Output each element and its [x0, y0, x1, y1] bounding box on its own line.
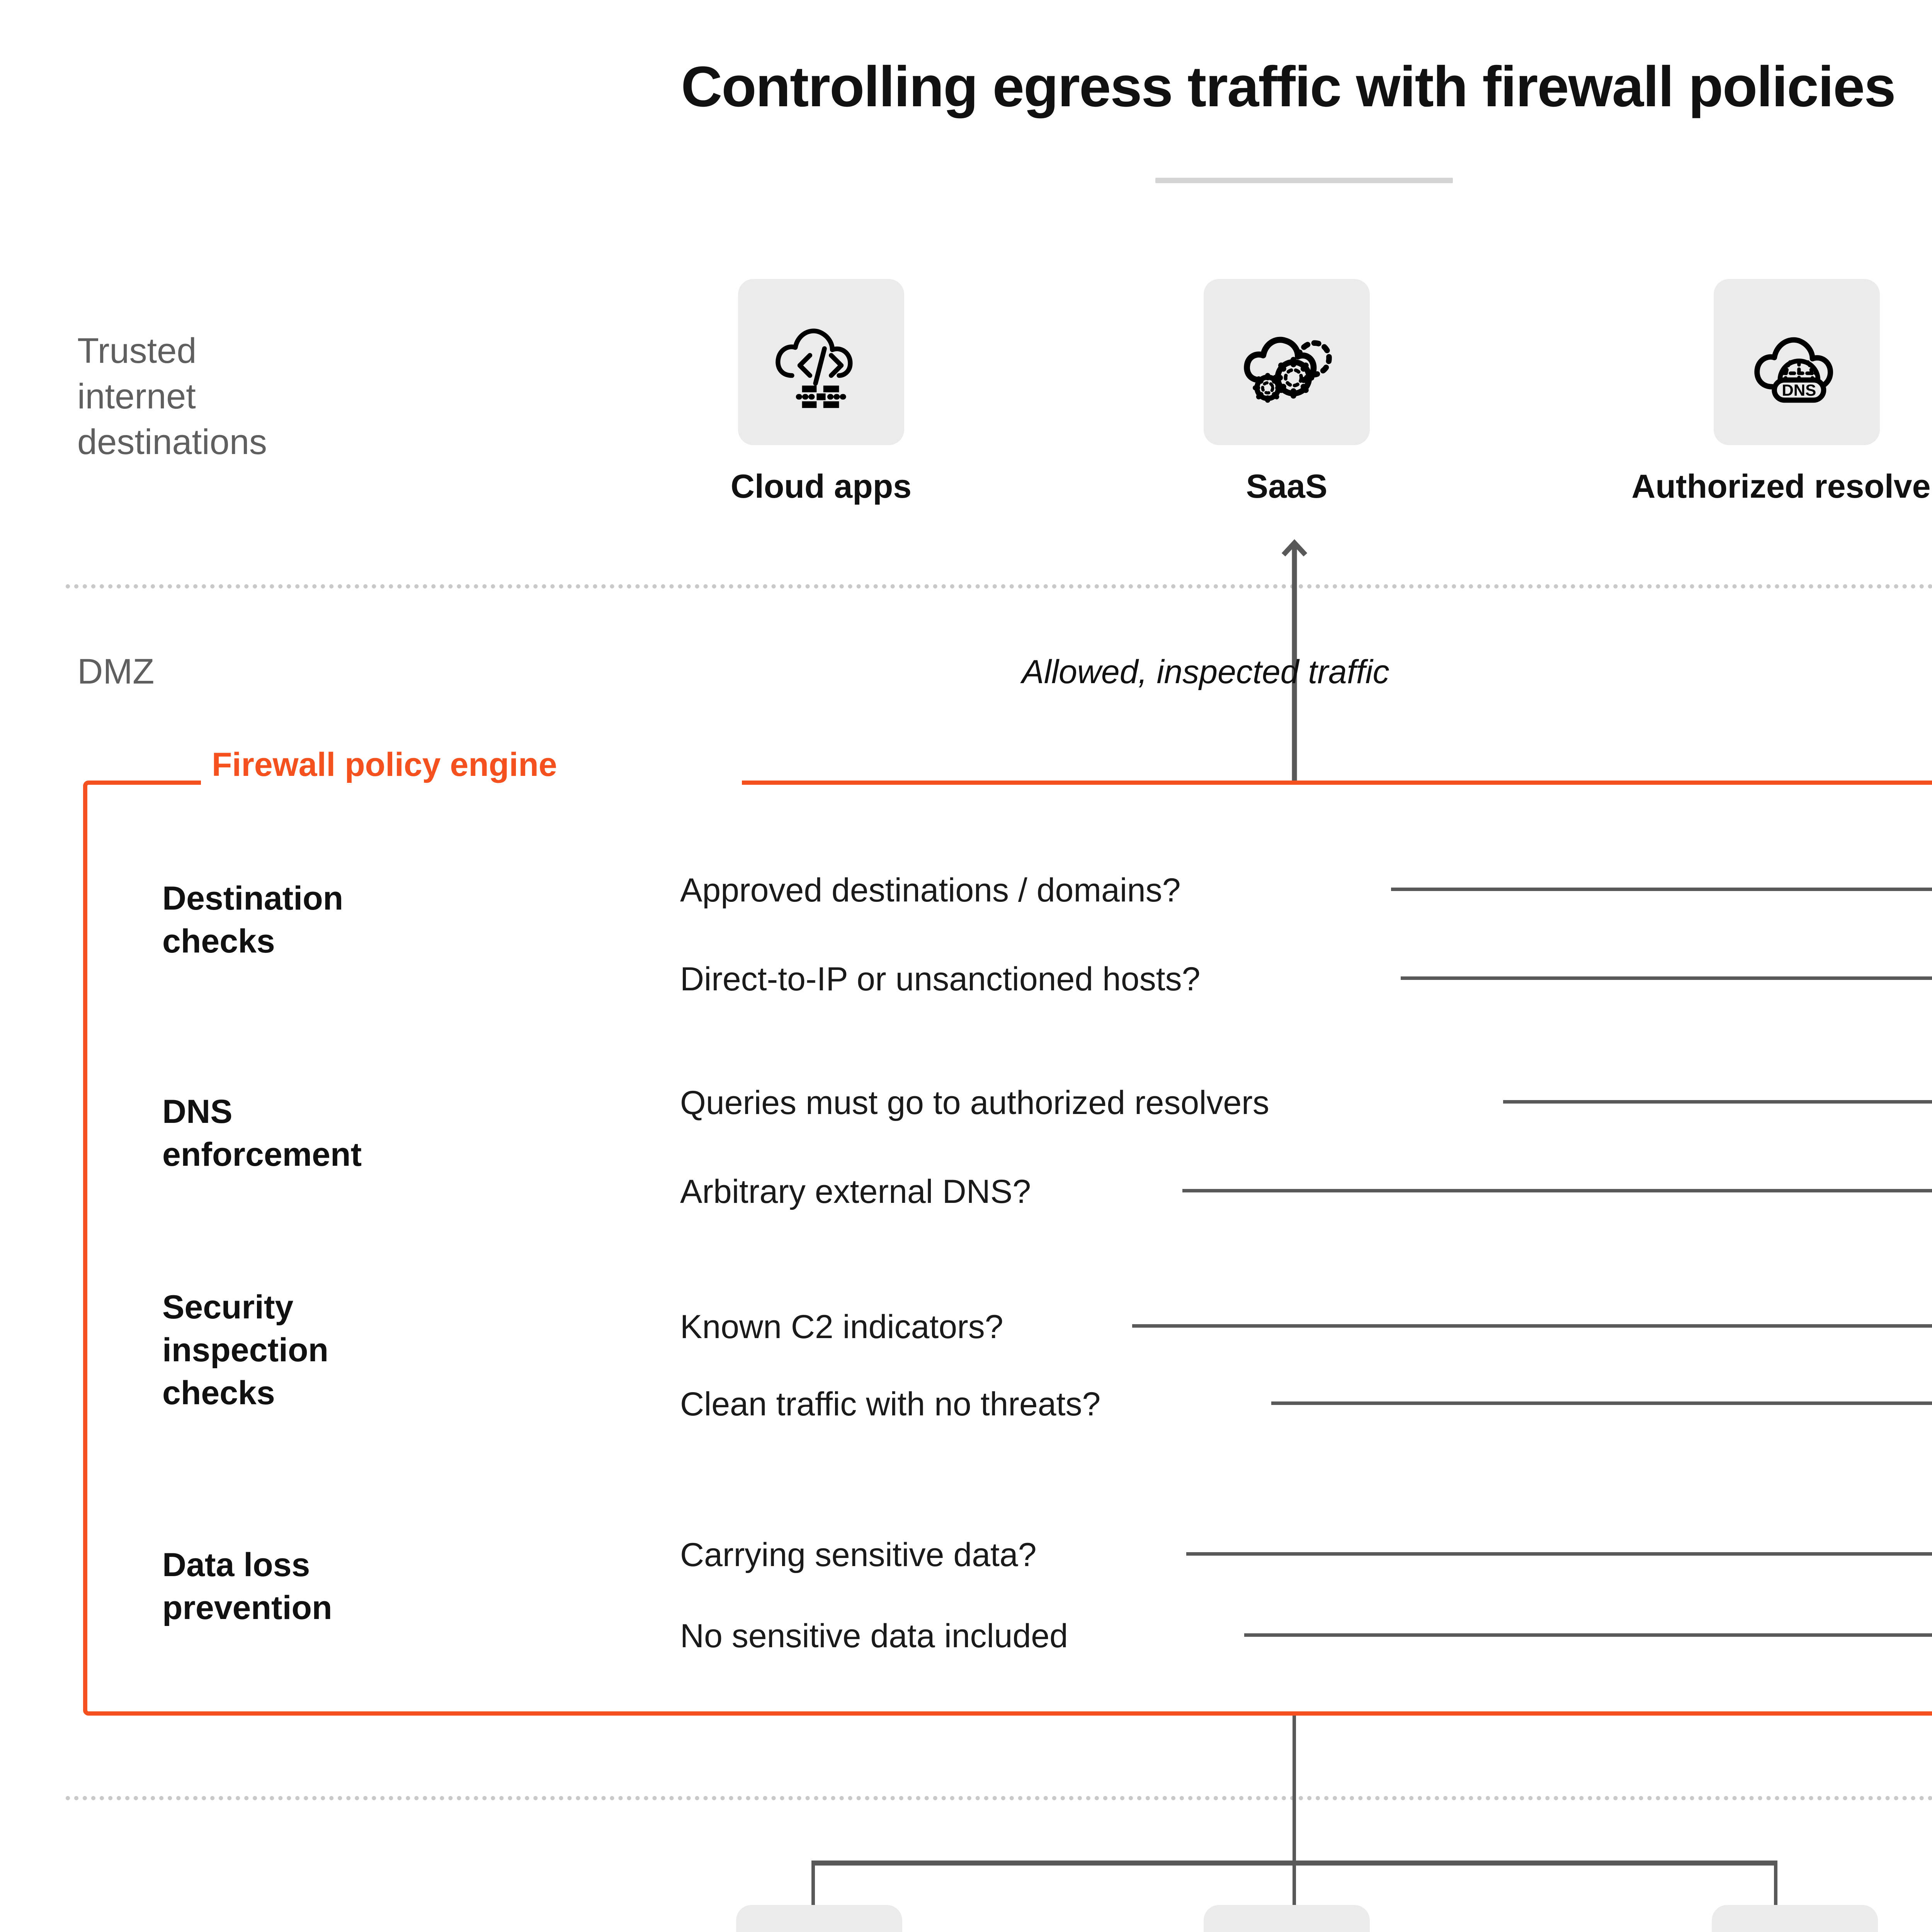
- users-tile[interactable]: [1204, 1905, 1370, 1932]
- saas-label: SaaS: [1246, 468, 1328, 505]
- devices-tile[interactable]: [1712, 1905, 1878, 1932]
- policy-leader-line: [1182, 1189, 1932, 1192]
- policy-rule-text: Carrying sensitive data?: [680, 1536, 1037, 1573]
- servers-tile[interactable]: [736, 1905, 902, 1932]
- internal-distribution-bus: [811, 1861, 1777, 1866]
- allowed-inspected-traffic-caption: Allowed, inspected traffic: [1022, 653, 1389, 690]
- policy-rule-text: Queries must go to authorized resolvers: [680, 1084, 1269, 1121]
- zone-divider-trusted-dmz: [66, 584, 1932, 588]
- policy-leader-line: [1401, 976, 1932, 980]
- cloud-dns-icon: DNS: [1741, 306, 1853, 418]
- saas-tile[interactable]: [1204, 279, 1370, 445]
- page-title: Controlling egress traffic with firewall…: [681, 55, 1896, 119]
- svg-text:DNS: DNS: [1782, 381, 1816, 399]
- zone-label-dmz: DMZ: [77, 652, 155, 691]
- zone-label-trusted-internet-destinations: Trusted internet destinations: [77, 331, 267, 462]
- internal-drop-line-servers: [811, 1861, 815, 1907]
- policy-rule-text: Clean traffic with no threats?: [680, 1386, 1101, 1423]
- allowed-traffic-arrow-up: [1279, 539, 1310, 781]
- policy-rule-text: Known C2 indicators?: [680, 1308, 1003, 1345]
- internal-drop-line-devices: [1774, 1861, 1777, 1907]
- firewall-policy-engine-box: [83, 781, 1932, 1716]
- cloud-apps-tile[interactable]: [738, 279, 904, 445]
- internal-uplink-stem: [1293, 1716, 1296, 1909]
- authorized-resolvers-label: Authorized resolvers: [1631, 468, 1932, 505]
- policy-rule-text: No sensitive data included: [680, 1617, 1068, 1655]
- policy-group-title-dns-enforcement: DNS enforcement: [162, 1093, 362, 1173]
- policy-rule-text: Arbitrary external DNS?: [680, 1173, 1031, 1210]
- authorized-resolvers-tile[interactable]: DNS: [1714, 279, 1880, 445]
- policy-rule-text: Approved destinations / domains?: [680, 872, 1181, 909]
- policy-group-title-destination-checks: Destination checks: [162, 880, 344, 960]
- zone-divider-dmz-internal: [66, 1796, 1932, 1800]
- cloud-apps-label: Cloud apps: [730, 468, 912, 505]
- policy-leader-line: [1186, 1552, 1932, 1556]
- title-underline-rule: [1155, 178, 1453, 183]
- firewall-label-notch: [201, 767, 742, 798]
- policy-group-title-data-loss-prevention: Data loss prevention: [162, 1546, 332, 1626]
- cloud-gears-icon: [1231, 306, 1343, 418]
- policy-rule-text: Direct-to-IP or unsanctioned hosts?: [680, 961, 1201, 998]
- cloud-code-icon: [765, 306, 877, 418]
- policy-group-title-security-inspection-checks: Security inspection checks: [162, 1289, 329, 1412]
- policy-leader-line: [1271, 1401, 1932, 1405]
- policy-leader-line: [1391, 888, 1932, 891]
- policy-leader-line: [1503, 1100, 1932, 1104]
- policy-leader-line: [1244, 1633, 1932, 1637]
- policy-leader-line: [1132, 1324, 1932, 1328]
- firewall-policy-engine-label: Firewall policy engine: [212, 746, 557, 783]
